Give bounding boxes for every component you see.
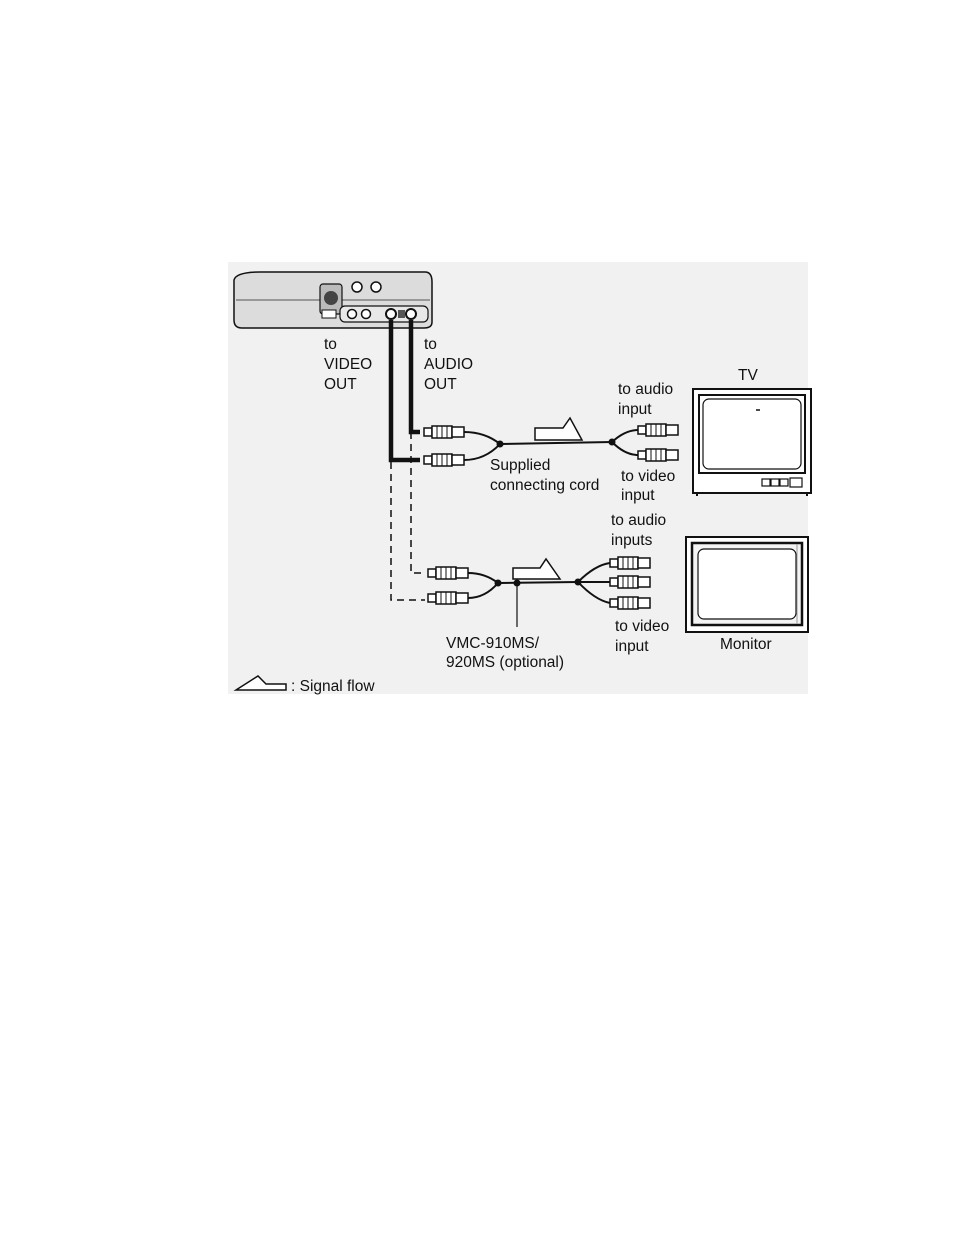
tv-label: TV [738, 367, 758, 384]
legend-label: : Signal flow [291, 678, 375, 695]
monitor-set [686, 537, 808, 632]
video-device [234, 272, 432, 328]
tv-set [693, 389, 811, 496]
monitor-label: Monitor [720, 636, 772, 653]
